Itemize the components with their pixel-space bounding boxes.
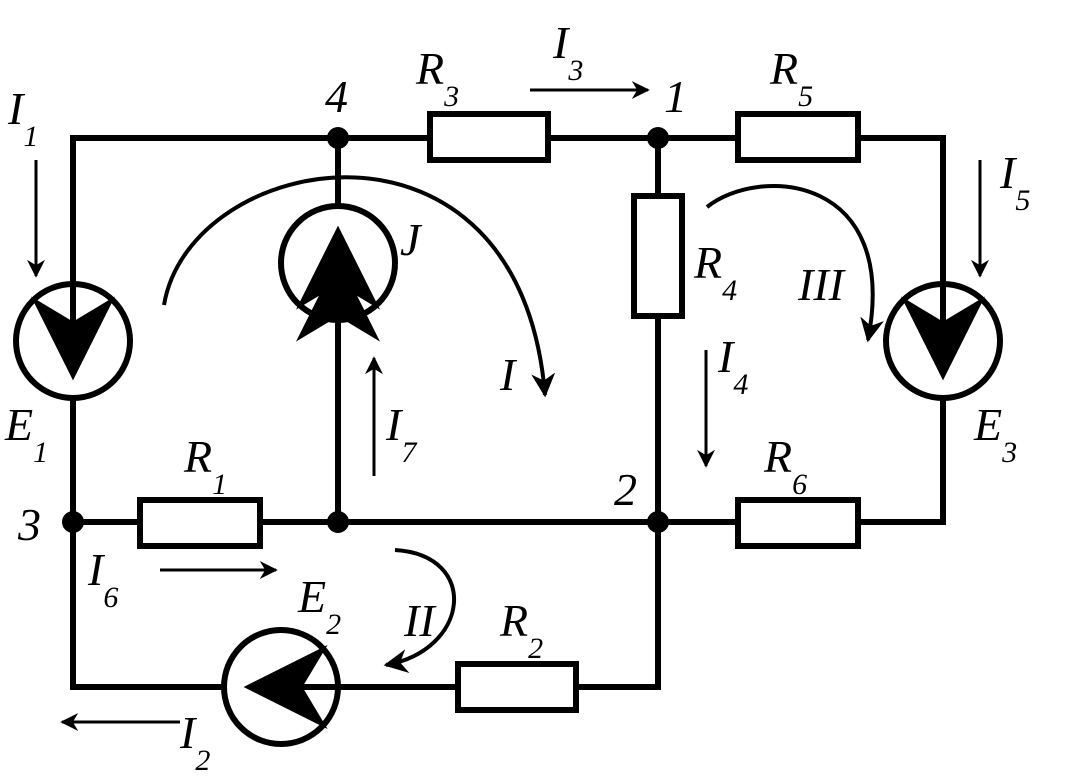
- label-i4: I4: [717, 331, 748, 401]
- resistor-r2: [455, 661, 579, 713]
- resistor-r4: [631, 193, 685, 319]
- label-r4: R4: [693, 237, 737, 307]
- label-r2: R2: [499, 595, 543, 665]
- label-i6: I6: [87, 544, 118, 614]
- label-j: J: [400, 214, 423, 265]
- label-r3: R3: [415, 43, 459, 113]
- label-i5: I5: [999, 147, 1030, 217]
- label-loop-ii: II: [403, 595, 437, 646]
- label-r6: R6: [763, 431, 807, 501]
- label-i1: I1: [7, 83, 38, 153]
- label-e3: E3: [973, 399, 1017, 469]
- resistor-r6: [735, 497, 861, 549]
- loop-i-arrow: [162, 175, 556, 398]
- resistor-r5: [735, 111, 861, 163]
- node-4-dot: [327, 127, 349, 149]
- label-loop-i: I: [499, 349, 518, 400]
- label-r5: R5: [769, 43, 813, 113]
- label-i3: I3: [552, 17, 583, 87]
- loop-iii-arrow: [705, 184, 884, 343]
- label-node-2: 2: [614, 464, 637, 515]
- label-e1: E1: [4, 399, 48, 469]
- label-e2: E2: [297, 571, 341, 641]
- node-2-dot: [647, 511, 669, 533]
- label-i2: I2: [179, 707, 210, 777]
- label-node-3: 3: [17, 499, 41, 550]
- label-node-4: 4: [325, 71, 348, 122]
- node-3-dot: [62, 511, 84, 533]
- node-mid-dot: [327, 511, 349, 533]
- resistor-r1: [137, 497, 263, 549]
- loop-ii-arrow: [383, 548, 457, 673]
- node-1-dot: [647, 127, 669, 149]
- label-node-1: 1: [664, 71, 687, 122]
- resistor-r3: [427, 111, 551, 163]
- label-r1: R1: [183, 431, 227, 501]
- label-loop-iii: III: [797, 259, 847, 310]
- label-i7: I7: [385, 399, 418, 469]
